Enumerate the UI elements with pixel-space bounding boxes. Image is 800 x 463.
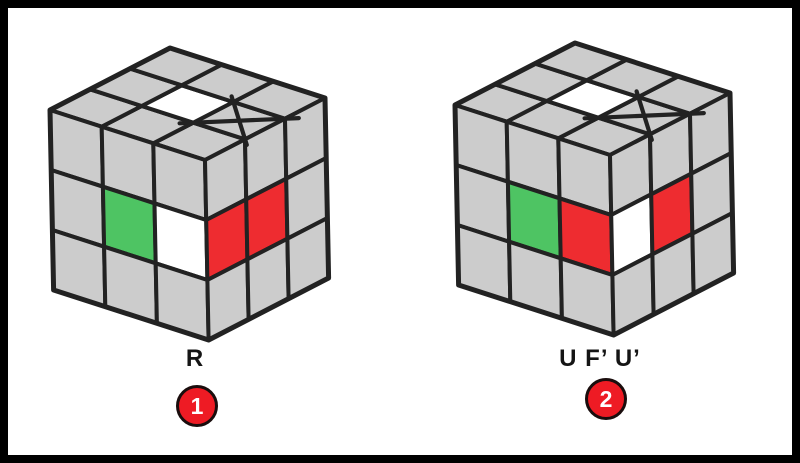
rubiks-cube-diagram-1 xyxy=(47,45,332,343)
move-label-2: U F’ U’ xyxy=(559,345,641,372)
move-label-1: R xyxy=(185,345,205,372)
cube-outline xyxy=(47,45,332,343)
step-badge-2: 2 xyxy=(585,378,627,420)
x-mark-line xyxy=(177,115,301,126)
step-badge-1: 1 xyxy=(176,385,218,427)
step-number-2: 2 xyxy=(599,385,613,412)
step-panel-1: R 1 xyxy=(8,8,400,455)
step-number-1: 1 xyxy=(190,392,204,419)
x-mark-line xyxy=(582,110,706,121)
rubiks-cube-diagram-2 xyxy=(452,40,737,338)
step-panel-2: U F’ U’ 2 xyxy=(400,8,792,455)
cube-outline xyxy=(452,40,737,338)
